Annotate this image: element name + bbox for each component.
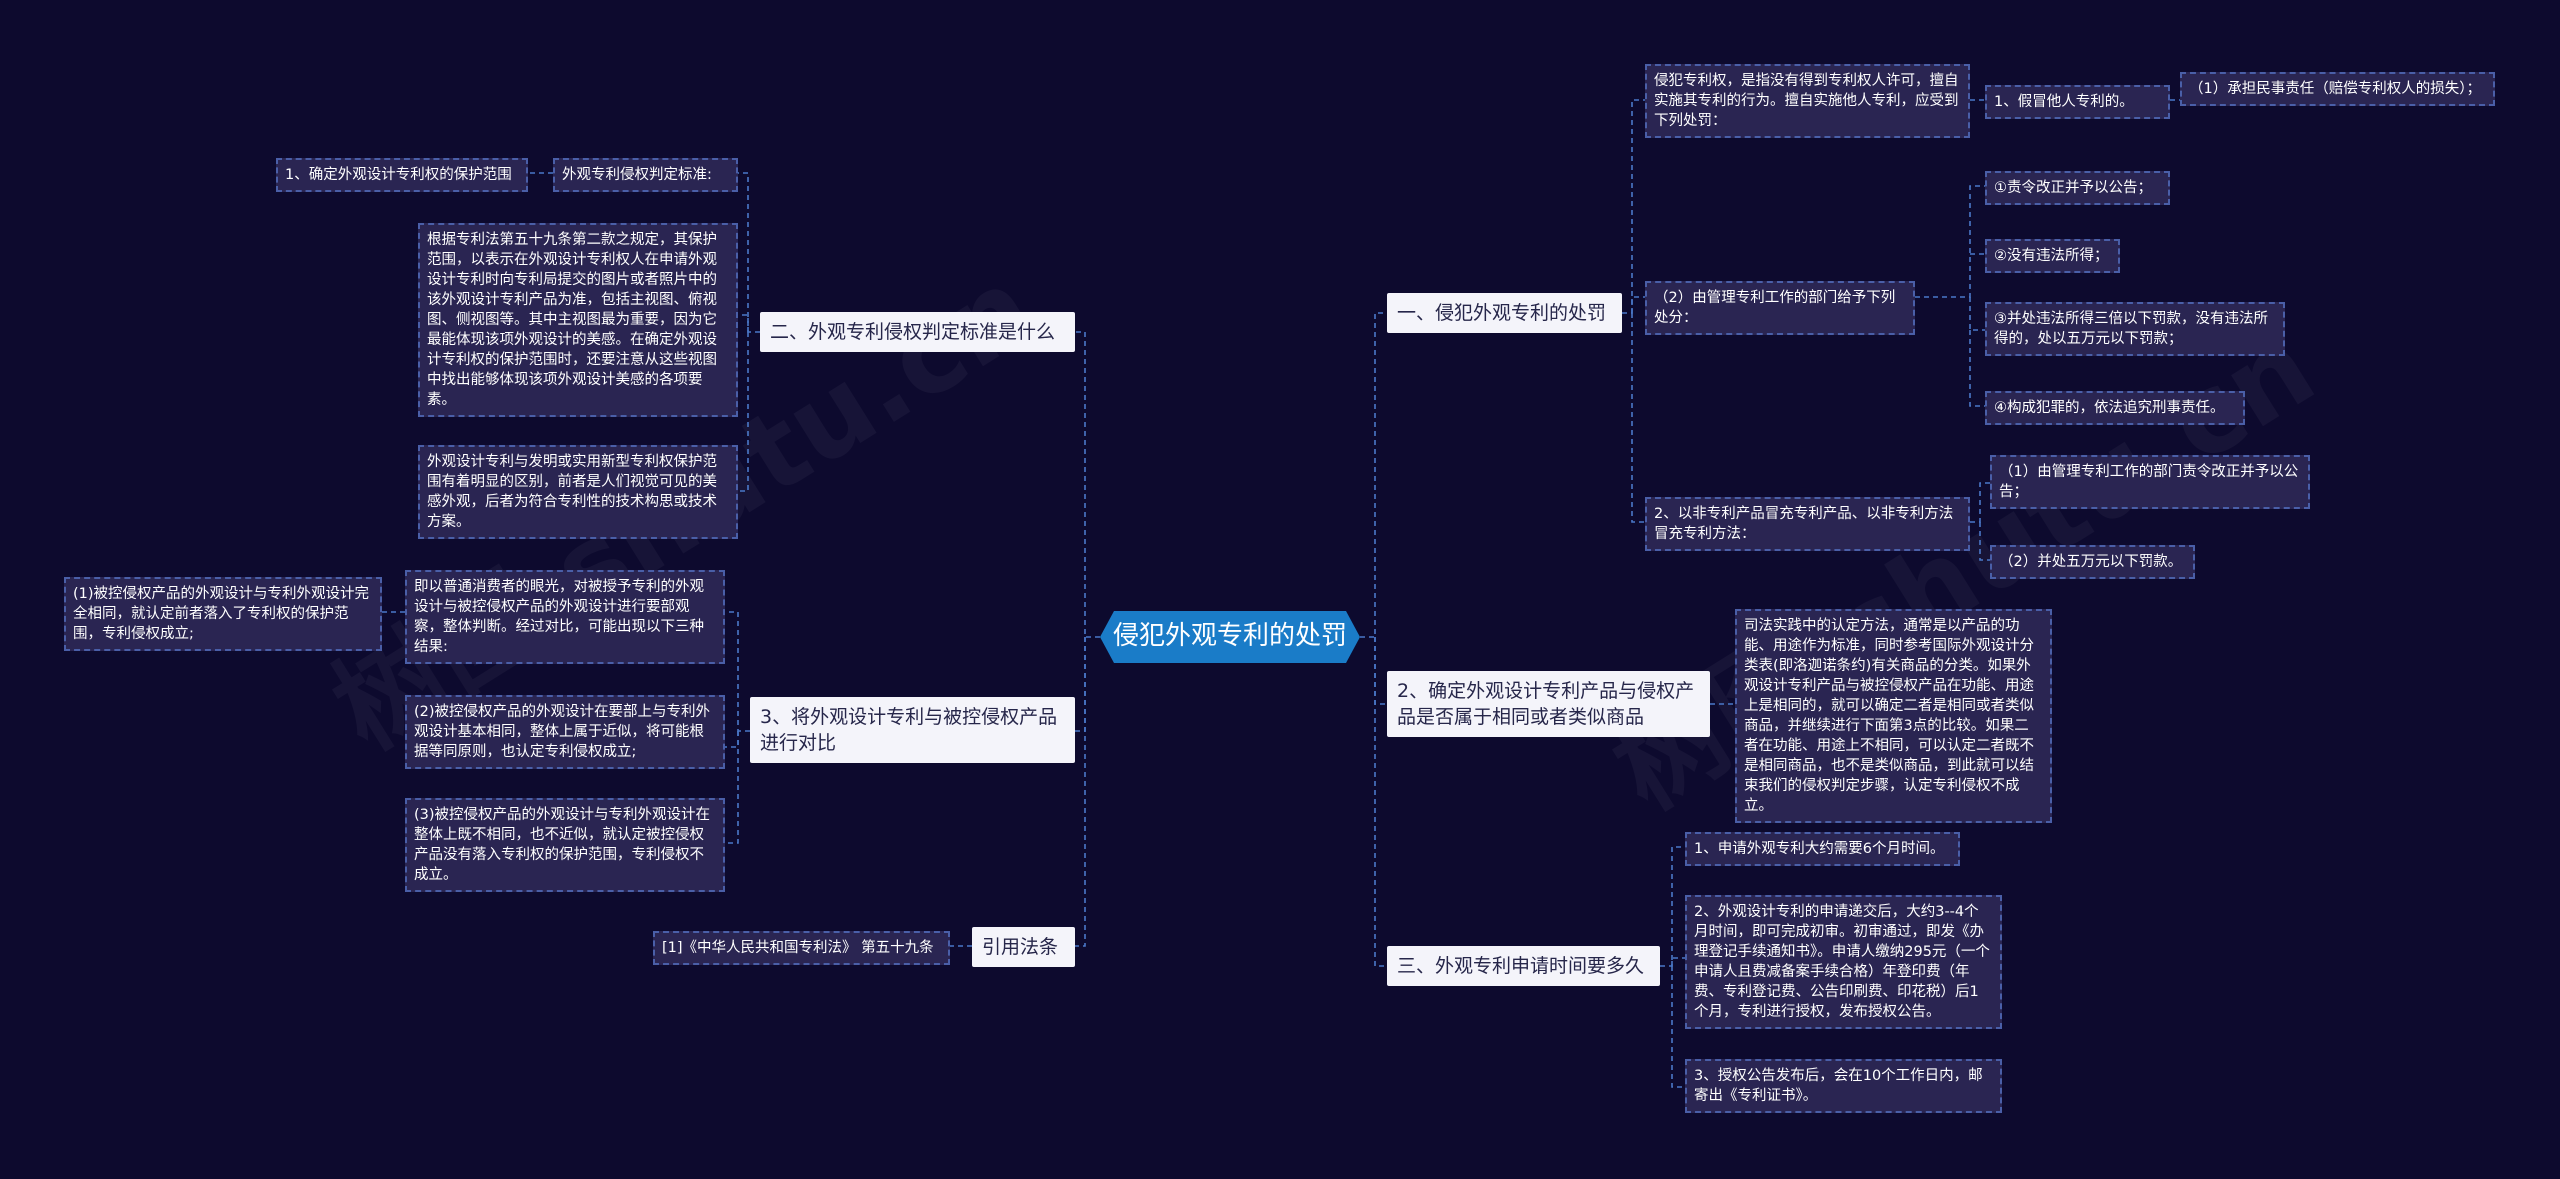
branch-application-time[interactable]: 三、外观专利申请时间要多久 — [1387, 946, 1660, 987]
leaf-fake-patent-product[interactable]: 2、以非专利产品冒充专利产品、以非专利方法冒充专利方法： — [1645, 497, 1970, 551]
leaf-protection-scope[interactable]: 1、确定外观设计专利权的保护范围 — [276, 158, 528, 192]
branch-design-comparison[interactable]: 3、将外观设计专利与被控侵权产品进行对比 — [750, 697, 1075, 764]
branch-infringement-standard[interactable]: 二、外观专利侵权判定标准是什么 — [760, 312, 1075, 353]
leaf-judicial-practice[interactable]: 司法实践中的认定方法，通常是以产品的功能、用途作为标准，同时参考国际外观设计分类… — [1735, 609, 2052, 823]
leaf-judgement-standard[interactable]: 外观专利侵权判定标准: — [553, 158, 738, 192]
leaf-application-process[interactable]: 2、外观设计专利的申请递交后，大约3--4个月时间，即可完成初审。初审通过，即发… — [1685, 895, 2002, 1029]
leaf-result-different[interactable]: (3)被控侵权产品的外观设计与专利外观设计在整体上既不相同，也不近似，就认定被控… — [405, 798, 725, 892]
branch-cited-law[interactable]: 引用法条 — [972, 927, 1075, 968]
leaf-consumer-view[interactable]: 即以普通消费者的眼光，对被授予专利的外观设计与被控侵权产品的外观设计进行要部观察… — [405, 570, 725, 664]
leaf-six-months[interactable]: 1、申请外观专利大约需要6个月时间。 — [1685, 832, 1960, 866]
leaf-result-similar[interactable]: (2)被控侵权产品的外观设计在要部上与专利外观设计基本相同，整体上属于近似，将可… — [405, 695, 725, 769]
branch-punishment[interactable]: 一、侵犯外观专利的处罚 — [1387, 293, 1622, 334]
leaf-certificate-mailing[interactable]: 3、授权公告发布后，会在10个工作日内，邮寄出《专利证书》。 — [1685, 1059, 2002, 1113]
branch-product-similarity[interactable]: 2、确定外观设计专利产品与侵权产品是否属于相同或者类似商品 — [1387, 671, 1710, 738]
leaf-civil-liability[interactable]: （1）承担民事责任（赔偿专利权人的损失）； — [2180, 72, 2495, 106]
leaf-infringement-definition[interactable]: 侵犯专利权，是指没有得到专利权人许可，擅自实施其专利的行为。擅自实施他人专利，应… — [1645, 64, 1970, 138]
leaf-order-correction[interactable]: （1）由管理专利工作的部门责令改正并予以公告； — [1990, 455, 2310, 509]
leaf-admin-penalty[interactable]: （2）由管理专利工作的部门给予下列处分： — [1645, 281, 1915, 335]
leaf-counterfeit-patent[interactable]: 1、假冒他人专利的。 — [1985, 85, 2170, 119]
leaf-fine[interactable]: ③并处违法所得三倍以下罚款，没有违法所得的，处以五万元以下罚款； — [1985, 302, 2285, 356]
leaf-law-citation[interactable]: [1]《中华人民共和国专利法》 第五十九条 — [653, 931, 950, 965]
leaf-design-vs-invention[interactable]: 外观设计专利与发明或实用新型专利权保护范围有着明显的区别，前者是人们视觉可见的美… — [418, 445, 738, 539]
leaf-rectify-announce[interactable]: ①责令改正并予以公告； — [1985, 171, 2170, 205]
leaf-no-illegal-gains[interactable]: ②没有违法所得； — [1985, 239, 2120, 273]
leaf-fine-50k[interactable]: （2）并处五万元以下罚款。 — [1990, 545, 2195, 579]
leaf-criminal-liability[interactable]: ④构成犯罪的，依法追究刑事责任。 — [1985, 391, 2245, 425]
leaf-result-identical[interactable]: (1)被控侵权产品的外观设计与专利外观设计完全相同，就认定前者落入了专利权的保护… — [64, 577, 382, 651]
leaf-patent-law-article[interactable]: 根据专利法第五十九条第二款之规定，其保护范围，以表示在外观设计专利权人在申请外观… — [418, 223, 738, 417]
central-topic[interactable]: 侵犯外观专利的处罚 — [1100, 611, 1360, 663]
